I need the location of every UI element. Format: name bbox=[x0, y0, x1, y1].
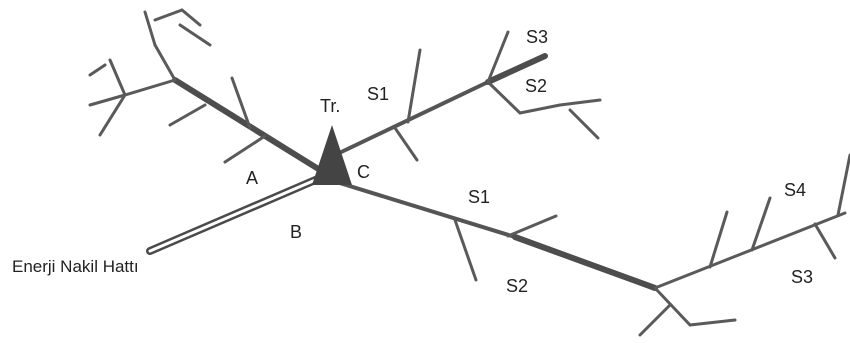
right-branch-line bbox=[708, 210, 729, 269]
feeder-a-branch bbox=[88, 8, 323, 173]
feeder-a-branch-line bbox=[178, 23, 212, 47]
upper-s3-label: S3 bbox=[526, 27, 548, 47]
transformer-icon bbox=[312, 125, 352, 185]
lower-trunk-heavy bbox=[512, 234, 658, 291]
right-branch-line bbox=[836, 153, 850, 217]
feeder-a-branch-line bbox=[108, 58, 127, 97]
upper-branch-line bbox=[393, 126, 419, 162]
lower-trunk bbox=[328, 178, 517, 239]
feeder-a-branch-line bbox=[123, 78, 177, 97]
feeder-a-branch-line bbox=[98, 93, 127, 137]
lower-s2-label: S2 bbox=[506, 276, 528, 296]
feeder-a-branch-line bbox=[153, 8, 184, 22]
upper-branch-line bbox=[486, 80, 522, 115]
right-branch-line bbox=[750, 196, 772, 252]
feeder-a-branch-line bbox=[230, 76, 252, 130]
right-branch-line bbox=[653, 286, 692, 327]
upper-branch-line bbox=[486, 30, 510, 84]
transmission-line-label: Enerji Nakil Hattı bbox=[12, 257, 139, 276]
right-branch-line bbox=[688, 318, 737, 327]
feeder-a-branch-line bbox=[223, 134, 267, 164]
feeder-a-branch-line bbox=[88, 63, 107, 77]
feeder-a-label: A bbox=[246, 168, 258, 188]
feeder-a-branch-line bbox=[153, 43, 177, 82]
lower-branch-line bbox=[453, 218, 478, 282]
feeder-c-lower-branch bbox=[328, 153, 850, 337]
upper-branch-line bbox=[518, 103, 562, 115]
lower-branch-line bbox=[506, 214, 558, 238]
upper-trunk bbox=[333, 80, 490, 157]
right-s3-label: S3 bbox=[791, 267, 813, 287]
feeder-b-transmission-line bbox=[146, 174, 324, 255]
right-trunk bbox=[653, 211, 847, 290]
upper-branch-line bbox=[406, 48, 422, 124]
feeder-a-branch-line bbox=[143, 10, 157, 47]
upper-s2-label: S2 bbox=[525, 76, 547, 96]
upper-branch-line bbox=[568, 108, 600, 140]
feeder-b-label: B bbox=[290, 222, 302, 242]
feeder-c-upper-branch bbox=[333, 30, 602, 162]
transformer-label: Tr. bbox=[320, 96, 340, 116]
upper-s1-label: S1 bbox=[367, 84, 389, 104]
right-branch-line bbox=[638, 303, 672, 337]
upper-branch-line bbox=[558, 98, 602, 107]
feeder-a-branch-line bbox=[180, 8, 202, 27]
right-branch-line bbox=[813, 222, 837, 260]
lower-s1-label: S1 bbox=[468, 187, 490, 207]
feeder-a-branch-line bbox=[168, 103, 207, 127]
upper-trunk-end bbox=[485, 53, 548, 85]
right-s4-label: S4 bbox=[784, 180, 806, 200]
feeder-c-label: C bbox=[357, 162, 370, 182]
feeder-a-branch-line bbox=[88, 93, 127, 107]
